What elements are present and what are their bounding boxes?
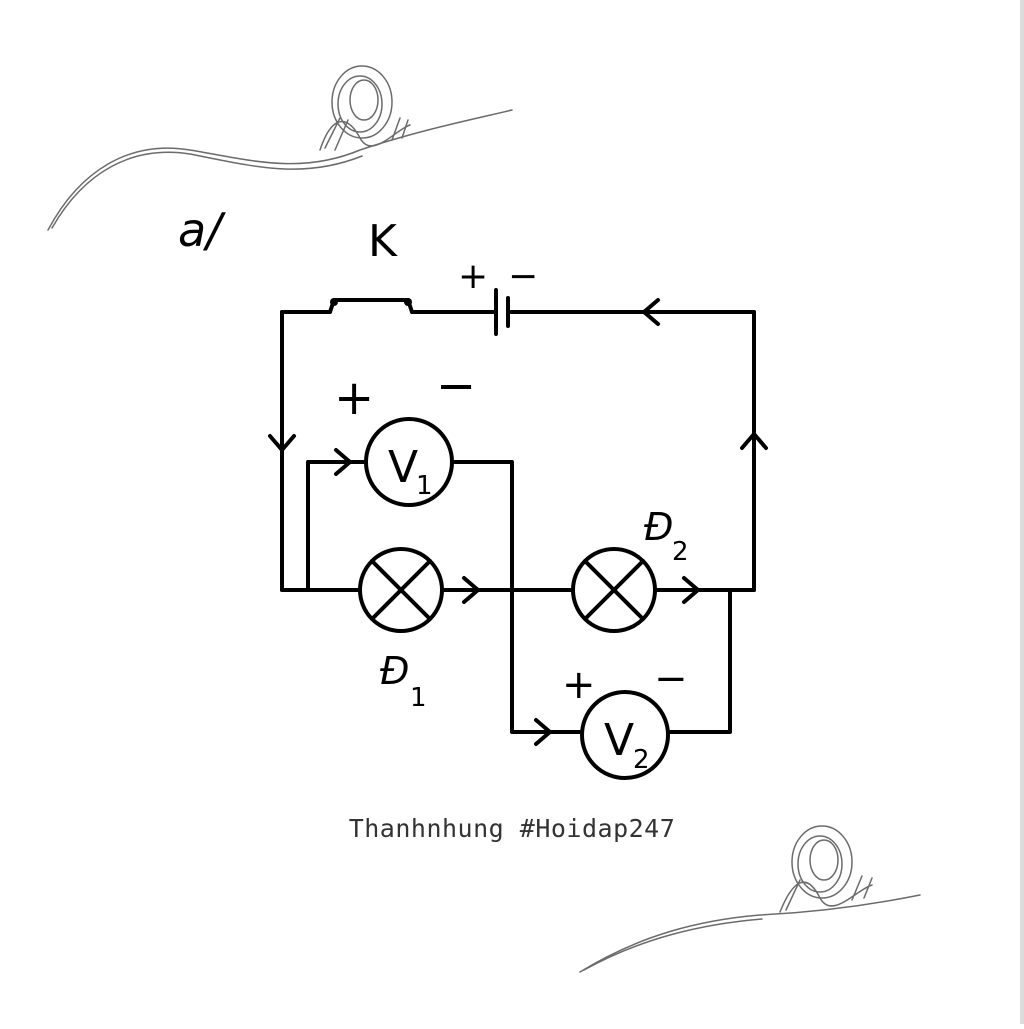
voltmeter-1-plus-sign: + bbox=[334, 370, 374, 426]
current-arrows bbox=[268, 298, 768, 746]
lamp-2 bbox=[571, 547, 657, 633]
lamp-1-label: Đ bbox=[380, 649, 409, 693]
battery-symbol bbox=[494, 288, 510, 336]
switch-label: K bbox=[368, 216, 398, 267]
pencil-doodle-top bbox=[47, 65, 513, 231]
voltmeter-2-letter: V bbox=[604, 715, 634, 766]
arrow-left-icon bbox=[642, 298, 660, 326]
watermark-credit: Thanhnhung #Hoidap247 bbox=[348, 814, 676, 843]
voltmeter-1 bbox=[364, 417, 454, 507]
voltmeter-2 bbox=[580, 690, 670, 780]
battery-plus-sign: + bbox=[458, 256, 488, 297]
lamp-1 bbox=[358, 547, 444, 633]
voltmeter-1-subscript: 1 bbox=[416, 471, 433, 501]
arrow-right-icon bbox=[534, 718, 552, 746]
lamp-1-subscript: 1 bbox=[410, 683, 427, 713]
arrow-right-icon bbox=[334, 448, 352, 476]
voltmeter-1-minus-sign: − bbox=[436, 358, 476, 414]
pencil-doodle-bottom bbox=[579, 825, 921, 973]
voltmeter-2-plus-sign: + bbox=[562, 662, 596, 708]
arrow-right-icon bbox=[682, 576, 700, 604]
part-label: a/ bbox=[178, 203, 226, 257]
arrow-down-icon bbox=[268, 434, 296, 452]
voltmeter-2-minus-sign: − bbox=[654, 656, 688, 702]
switch-k bbox=[328, 298, 414, 314]
arrow-up-icon bbox=[740, 432, 768, 450]
lamp-2-label: Đ bbox=[644, 505, 673, 549]
frame-edge bbox=[1020, 0, 1024, 1024]
voltmeter-2-subscript: 2 bbox=[633, 745, 650, 775]
arrow-right-icon bbox=[462, 576, 480, 604]
lamp-2-subscript: 2 bbox=[672, 537, 689, 567]
voltmeter-1-letter: V bbox=[388, 442, 418, 493]
battery-minus-sign: − bbox=[508, 256, 538, 297]
